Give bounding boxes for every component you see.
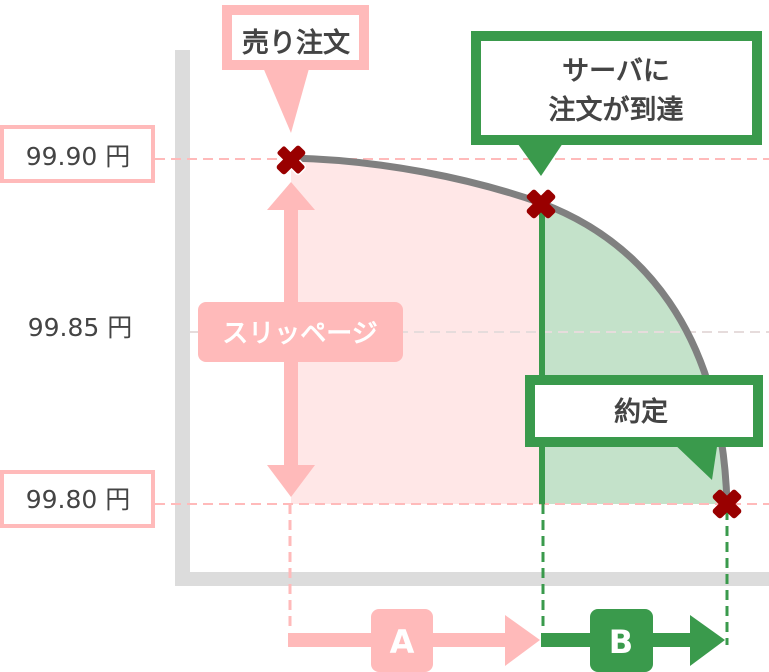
interval-b-label: B — [609, 623, 633, 661]
callout-execution-text: 約定 — [614, 396, 668, 428]
x-marker-icon — [275, 144, 307, 176]
y-label-99-85: 99.85 円 — [28, 313, 133, 342]
y-label-box-bottom — [0, 470, 155, 528]
y-label-99-90: 99.90 円 — [26, 142, 131, 171]
callout-sell-order — [222, 5, 369, 133]
callout-sell-order-text: 売り注文 — [242, 27, 351, 59]
x-marker-icon — [712, 489, 742, 519]
y-label-99-80: 99.80 円 — [26, 485, 131, 514]
price-curve — [290, 154, 731, 505]
callout-server-text-2: 注文が到達 — [549, 94, 684, 126]
interval-a-arrow — [288, 609, 540, 672]
y-axis — [175, 50, 190, 585]
callout-execution — [525, 375, 763, 480]
slippage-badge — [198, 302, 403, 362]
callout-server-arrival — [471, 31, 762, 176]
callout-server-text-1: サーバに — [562, 56, 670, 87]
x-axis — [175, 572, 769, 586]
interval-a-label: A — [390, 623, 415, 661]
y-label-box-top — [0, 125, 155, 183]
interval-b-arrow — [541, 609, 725, 672]
slippage-label: スリッページ — [222, 319, 377, 349]
x-marker-icon — [526, 189, 556, 219]
